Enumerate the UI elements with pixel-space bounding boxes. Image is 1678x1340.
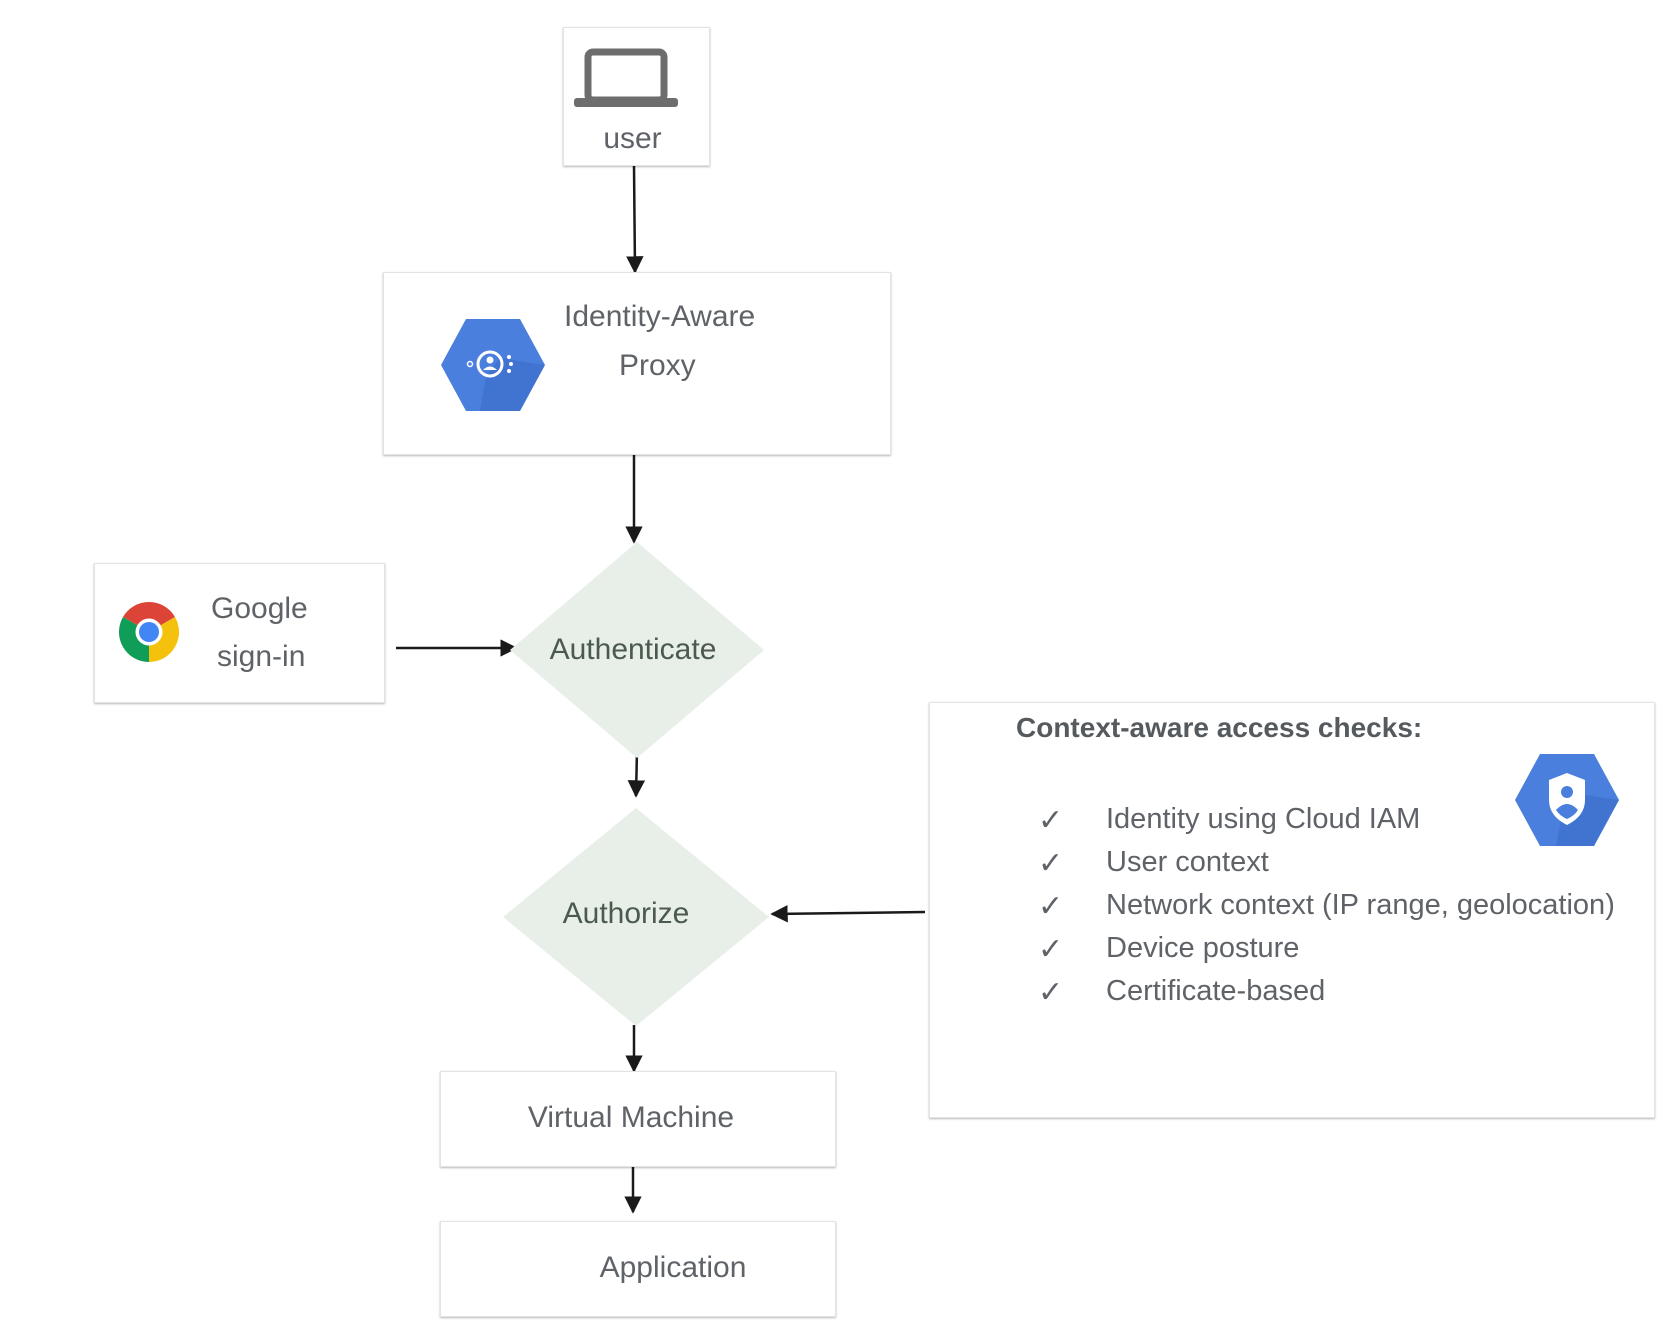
virtual-machine-node: Virtual Machine [440, 1071, 836, 1167]
checks-title: Context-aware access checks: [1016, 712, 1423, 743]
google-signin-label-line1: Google [211, 592, 308, 625]
authorize-label: Authorize [562, 897, 690, 930]
check-item-label: Network context (IP range, geolocation) [1106, 889, 1615, 921]
authenticate-decision [510, 542, 764, 758]
authenticate-label: Authenticate [549, 633, 717, 666]
arrow-checks-to-authorize [770, 905, 926, 923]
user-node: user [563, 27, 710, 166]
google-signin-node: Google sign-in [94, 563, 385, 703]
check-mark-icon: ✓ [1038, 803, 1064, 838]
check-item-label: Identity using Cloud IAM [1106, 803, 1421, 835]
check-item-label: User context [1106, 846, 1269, 878]
context-aware-checks-panel: Context-aware access checks: ✓ Identity … [929, 702, 1655, 1118]
check-mark-icon: ✓ [1038, 846, 1064, 881]
authorize-decision [503, 808, 769, 1026]
check-mark-icon: ✓ [1038, 975, 1064, 1010]
chrome-icon [119, 602, 179, 662]
user-label: user [603, 122, 662, 155]
application-label: Application [599, 1251, 747, 1284]
identity-aware-proxy-node: Identity-Aware Proxy [383, 272, 891, 455]
application-node: Application [440, 1221, 836, 1317]
identity-aware-proxy-icon [441, 319, 545, 411]
check-item: ✓ Device posture [930, 932, 1630, 975]
check-item-label: Device posture [1106, 932, 1300, 964]
check-mark-icon: ✓ [1038, 932, 1064, 967]
check-item: ✓ Identity using Cloud IAM [930, 803, 1630, 846]
check-item: ✓ Network context (IP range, geolocation… [930, 889, 1630, 932]
security-shield-icon [1515, 754, 1619, 846]
laptop-icon [574, 48, 678, 107]
check-item: ✓ User context [930, 846, 1630, 889]
iap-label-line2: Proxy [619, 349, 696, 382]
google-signin-label-line2: sign-in [217, 640, 306, 673]
iap-label-line1: Identity-Aware [564, 300, 756, 333]
check-item-label: Certificate-based [1106, 975, 1326, 1007]
check-mark-icon: ✓ [1038, 889, 1064, 924]
check-item: ✓ Certificate-based [930, 975, 1630, 1018]
arrow-user-to-iap [626, 165, 644, 274]
vm-label: Virtual Machine [527, 1101, 735, 1134]
